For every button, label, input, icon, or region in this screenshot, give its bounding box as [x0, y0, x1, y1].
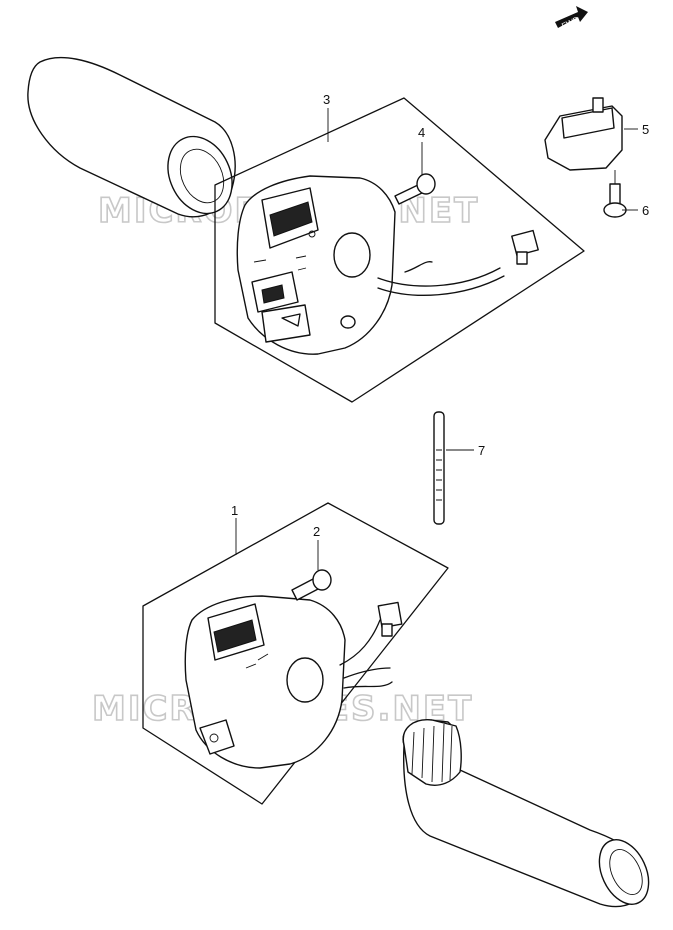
- callout-2: 2: [313, 524, 320, 539]
- handlebar-switch-housing-upper: [236, 175, 539, 355]
- screw-4: 4: [394, 125, 436, 205]
- fwd-arrow-icon: FWD: [555, 6, 588, 31]
- cable-tie-7: 7: [433, 411, 485, 525]
- switch-assembly-frame-upper: [214, 97, 585, 403]
- callout-3: 3: [323, 92, 330, 107]
- callout-6: 6: [642, 203, 649, 218]
- fwd-label: FWD: [560, 15, 581, 31]
- switch-assembly-frame-lower: [142, 502, 449, 805]
- callout-1: 1: [231, 503, 238, 518]
- callout-5: 5: [642, 122, 649, 137]
- small-switch-5: 5: [544, 97, 649, 171]
- callout-7: 7: [478, 443, 485, 458]
- throttle-grip: [402, 719, 650, 908]
- screw-2: 2: [291, 524, 332, 601]
- left-handlebar-grip: [27, 56, 236, 218]
- callout-4: 4: [418, 125, 425, 140]
- handlebar-switch-housing-lower: [184, 595, 403, 769]
- screw-6: 6: [603, 170, 649, 218]
